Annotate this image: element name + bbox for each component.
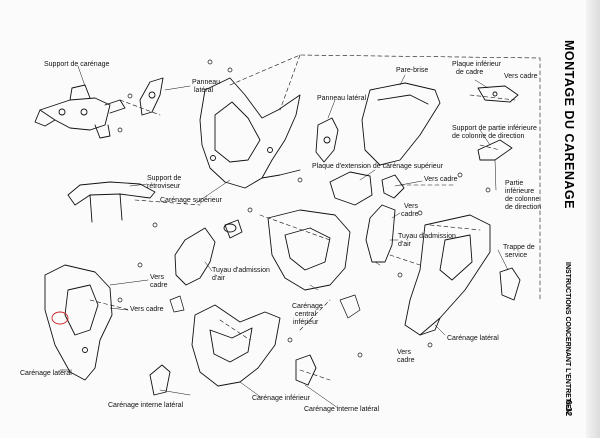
page-number: 6-32 (564, 400, 573, 417)
label-vers-cadre-6b: cadre (397, 357, 415, 364)
label-panneau-lateral-1a: Panneau (192, 79, 221, 86)
label-support-partie-inf-a: Support de partie inférieure (452, 125, 537, 132)
label-vers-cadre-4a: Vers (150, 274, 165, 281)
steering-support-part (477, 139, 513, 161)
label-carenage-lateral-right: Carénage latéral (447, 335, 499, 342)
label-vers-cadre-1: Vers cadre (504, 73, 538, 80)
label-vers-cadre-3b: cadre (401, 211, 419, 218)
label-trappe-service-a: Trappe de (503, 244, 535, 251)
label-support-retroviseur-b: rétroviseur (147, 183, 181, 190)
label-vers-cadre-3a: Vers (404, 203, 419, 210)
label-support-retroviseur-a: Support de (147, 175, 182, 182)
label-plaque-inf-cadre-a: Plaque inférieur (452, 61, 502, 68)
label-support-partie-inf-b: de colonne de direction (452, 133, 525, 140)
label-vers-cadre-4b: cadre (150, 282, 168, 289)
service-hatch-part (499, 267, 521, 301)
label-plaque-extension: Plaque d'extension de carénage supérieur (312, 163, 443, 170)
label-partie-inf-a: Partie (505, 180, 524, 187)
label-plaque-inf-cadre-b: de cadre (456, 69, 484, 76)
label-carenage-interne-1: Carénage interne latéral (108, 402, 184, 409)
upper-fairing-part (199, 77, 301, 189)
inner-fairing-part-left (149, 364, 171, 396)
label-support-carenage: Support de carénage (44, 61, 110, 68)
air-intake-duct-right (365, 204, 396, 263)
label-tuyau-admission-2a: Tuyau d'admission (212, 267, 270, 274)
leader-lines (59, 65, 509, 409)
label-partie-inf-b: inférieure (505, 188, 535, 195)
label-tuyau-admission-1a: Tuyau d'admission (398, 233, 456, 240)
label-carenage-lateral-left: Carénage latéral (20, 370, 72, 377)
page-edge-shadow (586, 0, 600, 438)
side-panel-part-center (315, 117, 339, 163)
label-carenage-central-a: Carénage (292, 303, 323, 310)
side-panel-part-left (139, 77, 164, 116)
label-vers-cadre-5: Vers cadre (130, 306, 164, 313)
lower-central-fairing-part (267, 209, 351, 291)
fairing-bracket-part (34, 84, 126, 139)
label-partie-inf-c: de colonne (505, 196, 540, 203)
assembly-guide-lines (89, 54, 541, 381)
label-carenage-central-b: central (295, 311, 317, 318)
label-tuyau-admission-2b: d'air (212, 275, 226, 282)
lower-frame-plate-part (477, 85, 519, 103)
label-carenage-superieur: Carénage supérieur (160, 197, 222, 204)
right-side-fairing-part (404, 214, 491, 336)
section-header: INSTRUCTIONS CONCERNANT L'ENTRETIEN (564, 262, 571, 414)
small-bracket-parts (117, 59, 491, 358)
label-pare-brise: Pare-brise (396, 67, 429, 74)
page-title: MONTAGE DU CARENAGE (562, 40, 576, 209)
left-side-fairing-part (44, 264, 113, 381)
label-panneau-lateral-1b: latéral (194, 87, 214, 94)
lower-fairing-part (191, 304, 281, 387)
label-carenage-central-c: inférieur (293, 319, 319, 326)
label-tuyau-admission-1b: d'air (398, 241, 412, 248)
extension-plate-part (329, 171, 405, 206)
label-trappe-service-b: service (505, 252, 528, 259)
mirror-bracket-part (67, 181, 156, 223)
label-vers-cadre-2: Vers cadre (424, 176, 458, 183)
label-panneau-lateral-2: Panneau latéral (317, 95, 367, 102)
label-partie-inf-d: de direction (505, 204, 542, 211)
label-carenage-inferieur: Carénage inférieur (252, 395, 310, 402)
air-intake-duct-left (174, 219, 243, 286)
inner-fairing-part-right (295, 354, 317, 386)
label-carenage-interne-2: Carénage interne latéral (304, 406, 380, 413)
label-vers-cadre-6a: Vers (397, 349, 412, 356)
windscreen-part (361, 82, 441, 166)
